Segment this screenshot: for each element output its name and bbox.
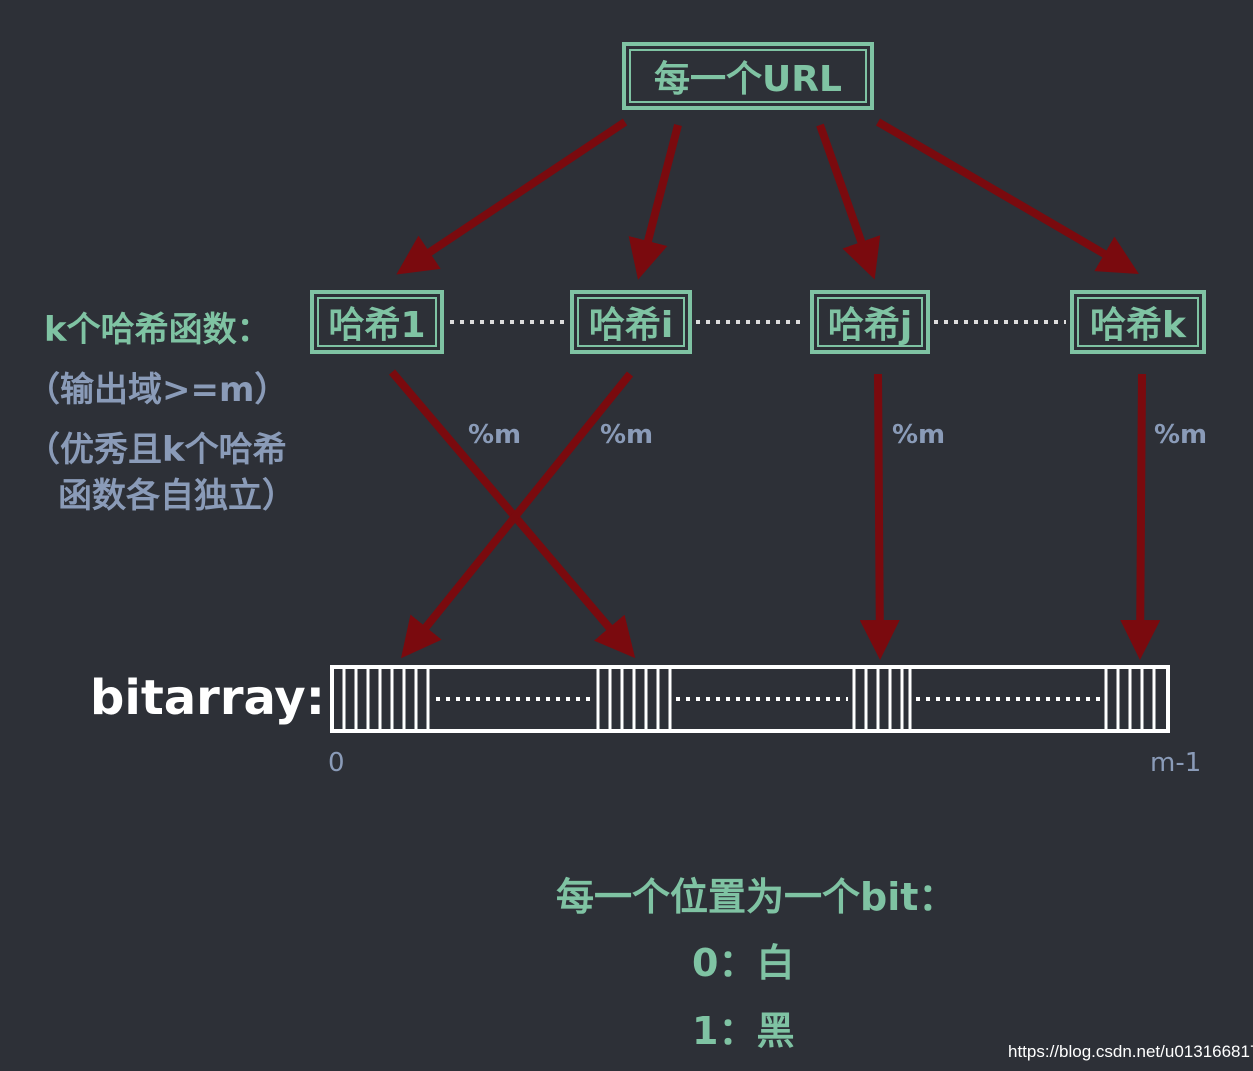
independence-note-line-2: 函数各自独立） — [58, 476, 296, 516]
arrow-hash-k-to-bit — [1120, 373, 1161, 660]
legend-zero: 0：白 — [692, 941, 795, 985]
bitarray-frame — [330, 665, 1170, 733]
independence-note-line-1: （优秀且k个哈希 — [26, 430, 287, 470]
mod-label-i: %m — [600, 420, 654, 450]
hash-box-label: 哈希1 — [328, 305, 426, 346]
mod-label-k: %m — [1154, 420, 1208, 450]
arrow-url-to-hash-1 — [396, 118, 628, 275]
bitarray-start-index: 0 — [328, 748, 345, 778]
legend-title: 每一个位置为一个bit： — [556, 875, 957, 919]
output-domain-note: （输出域>=m） — [26, 370, 289, 410]
arrow-hash-i-to-bit — [400, 371, 634, 659]
mod-label-1: %m — [468, 420, 522, 450]
hash-box-i: 哈希i — [570, 290, 692, 354]
hash-box-1: 哈希1 — [310, 290, 444, 354]
bitarray-cells — [342, 667, 1156, 731]
hash-functions-label: k个哈希函数： — [44, 310, 271, 350]
arrow-hash-j-to-bit — [859, 373, 900, 660]
arrow-hash-1-to-bit — [388, 369, 636, 659]
arrow-url-to-hash-i — [628, 123, 682, 280]
hash-box-j: 哈希j — [810, 290, 930, 354]
hash-box-label: 哈希i — [588, 305, 674, 346]
legend-one: 1：黑 — [692, 1009, 795, 1053]
url-box-label: 每一个URL — [654, 59, 842, 100]
arrow-url-to-hash-k — [875, 118, 1139, 275]
bitarray-end-index: m-1 — [1150, 748, 1202, 778]
arrow-url-to-hash-j — [816, 123, 881, 280]
mod-label-j: %m — [892, 420, 946, 450]
hash-box-k: 哈希k — [1070, 290, 1206, 354]
hash-box-label: 哈希j — [827, 305, 913, 346]
hash-box-label: 哈希k — [1090, 305, 1186, 346]
url-box: 每一个URL — [622, 42, 874, 110]
watermark: https://blog.csdn.net/u013166817 — [1008, 1042, 1253, 1061]
bitarray-label: bitarray: — [90, 670, 325, 726]
bitarray — [330, 665, 1170, 733]
